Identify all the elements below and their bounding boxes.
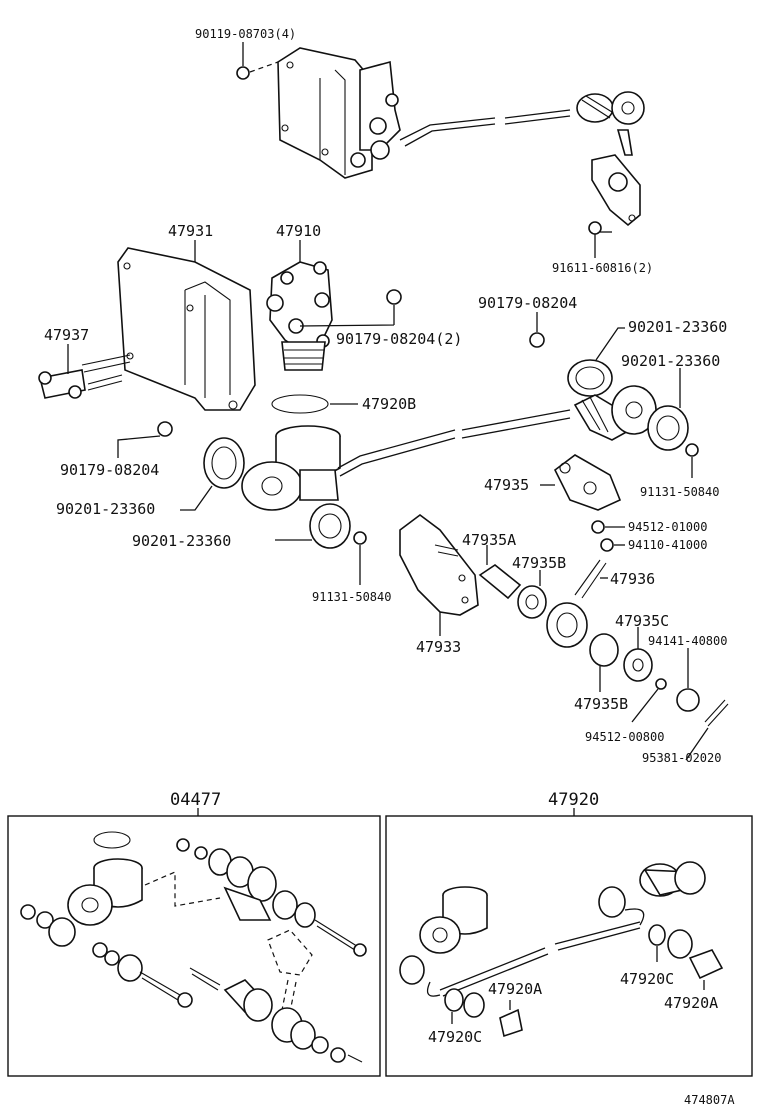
figure-number: 474807A — [684, 1093, 735, 1107]
label-47933: 47933 — [416, 638, 461, 656]
label-47920A-2: 47920A — [664, 994, 718, 1012]
label-47910: 47910 — [276, 222, 321, 240]
valve-47910 — [266, 261, 333, 371]
kit-title-04477: 04477 — [170, 790, 221, 810]
label-94512-01000: 94512-01000 — [628, 520, 707, 534]
bushing-47935B-low — [589, 633, 619, 667]
label-90201-23360-left: 90201-23360 — [56, 500, 155, 518]
washer-90201-right — [647, 405, 689, 451]
washer-47935C — [623, 648, 653, 682]
valve-body — [241, 409, 571, 511]
label-95381-02020: 95381-02020 — [642, 751, 721, 765]
label-47920A-1: 47920A — [488, 980, 542, 998]
nut-90179-08204 — [386, 289, 402, 305]
label-47935B-low: 47935B — [574, 695, 628, 713]
label-91131-50840-low: 91131-50840 — [312, 590, 391, 604]
label-94141-40800: 94141-40800 — [648, 634, 727, 648]
nut-91131-50840-low — [353, 531, 367, 545]
washer-94512-01000 — [591, 520, 605, 534]
washer-94512-00800 — [655, 678, 667, 690]
arm-47933 — [399, 514, 479, 616]
label-90179-08204-2: 90179-08204(2) — [336, 330, 462, 348]
pin-95381-02020 — [704, 699, 729, 727]
bracket-47931 — [117, 247, 256, 411]
label-94110-41000: 94110-41000 — [628, 538, 707, 552]
label-47935A: 47935A — [462, 531, 516, 549]
top-assembly — [236, 42, 645, 258]
kit-47920-parts — [399, 861, 724, 1038]
kit-04477-parts — [20, 831, 367, 1063]
washer-90201-bottom — [309, 503, 351, 549]
bolt-47937 — [38, 354, 131, 399]
label-90201-23360-bottom: 90201-23360 — [132, 532, 231, 550]
nut-90179-08204-left — [157, 421, 173, 437]
label-47936: 47936 — [610, 570, 655, 588]
label-47935: 47935 — [484, 476, 529, 494]
label-47937: 47937 — [44, 326, 89, 344]
label-47935C: 47935C — [615, 612, 669, 630]
label-90201-23360-b: 90201-23360 — [621, 352, 720, 370]
link-47935 — [553, 454, 622, 511]
kit-box-47920 — [385, 815, 753, 1077]
label-91131-50840-right: 91131-50840 — [640, 485, 719, 499]
stud-47936 — [546, 559, 607, 648]
nut-90179-08204-top — [529, 332, 545, 348]
nut-91131-50840-right — [685, 443, 699, 457]
label-47935B-top: 47935B — [512, 554, 566, 572]
label-47920C-2: 47920C — [620, 970, 674, 988]
label-47920B: 47920B — [362, 395, 416, 413]
label-90179-08204-left: 90179-08204 — [60, 461, 159, 479]
nut-94110-41000 — [600, 538, 614, 552]
label-90119-08703: 90119-08703(4) — [195, 27, 296, 41]
bushing-47935B-top — [517, 585, 547, 619]
label-47920C-1: 47920C — [428, 1028, 482, 1046]
label-94512-00800: 94512-00800 — [585, 730, 664, 744]
clip-47920B — [271, 394, 329, 414]
sleeve-47935A — [478, 564, 522, 600]
label-90179-08204-top: 90179-08204 — [478, 294, 577, 312]
label-47931: 47931 — [168, 222, 213, 240]
kit-title-47920: 47920 — [548, 790, 599, 810]
washer-90201-left — [203, 437, 245, 489]
label-90201-23360-a: 90201-23360 — [628, 318, 727, 336]
label-91611-60816: 91611-60816(2) — [552, 261, 653, 275]
kit-box-04477 — [7, 815, 381, 1077]
nut-94141-40800 — [676, 688, 700, 712]
boot-assembly — [567, 359, 657, 441]
